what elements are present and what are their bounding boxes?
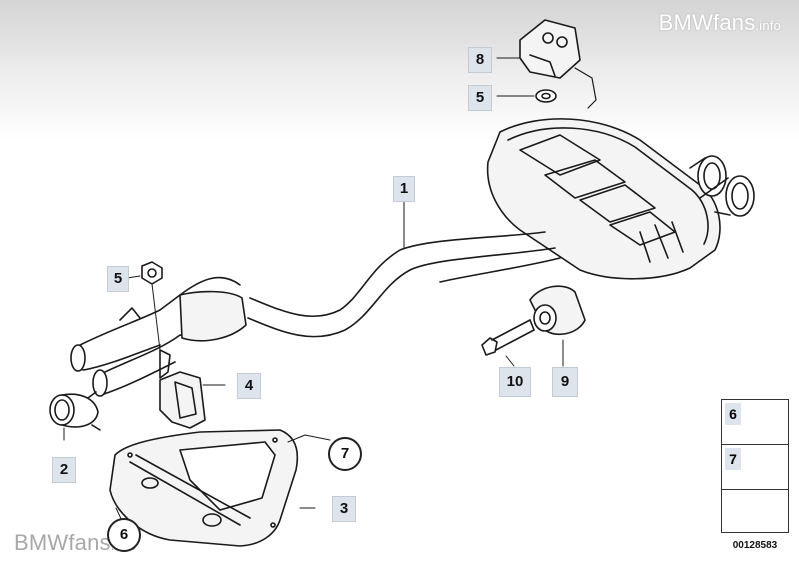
- callout-6: 6: [107, 518, 141, 552]
- callout-8: 8: [468, 47, 492, 73]
- callout-4: 4: [237, 373, 261, 399]
- pipe-hanger-bracket: [159, 349, 206, 429]
- rubber-mount: [529, 285, 586, 336]
- watermark-brand: BMWfans: [658, 10, 756, 35]
- callout-7: 7: [328, 437, 362, 471]
- callout-2: 2: [52, 457, 76, 483]
- callout-1: 1: [393, 176, 415, 202]
- callout-9: 9: [552, 367, 578, 397]
- watermark-suffix: .info: [755, 18, 781, 33]
- legend-panel: 6 7: [721, 399, 789, 533]
- rear-silencer: [486, 118, 755, 280]
- washer: [535, 89, 557, 103]
- document-number: 00128583: [732, 540, 778, 551]
- leader-lines: [63, 57, 564, 524]
- upper-mount-bracket: [519, 19, 597, 109]
- legend-number-6: 6: [725, 403, 741, 425]
- hex-nut-left: [141, 261, 163, 351]
- heat-shield: [109, 429, 299, 547]
- pipe-clamp: [49, 391, 101, 431]
- callout-5-left: 5: [107, 266, 129, 292]
- callout-10: 10: [499, 367, 531, 397]
- callout-5-upper: 5: [468, 85, 492, 111]
- bolt: [481, 319, 535, 356]
- legend-row-7: 7: [722, 445, 788, 490]
- legend-number-7: 7: [725, 448, 741, 470]
- front-pipes: [70, 231, 561, 397]
- watermark-top: BMWfans.info: [659, 10, 781, 36]
- watermark-brand: BMWfans: [14, 530, 111, 555]
- legend-row-6: 6: [722, 400, 788, 445]
- callout-3: 3: [332, 496, 356, 522]
